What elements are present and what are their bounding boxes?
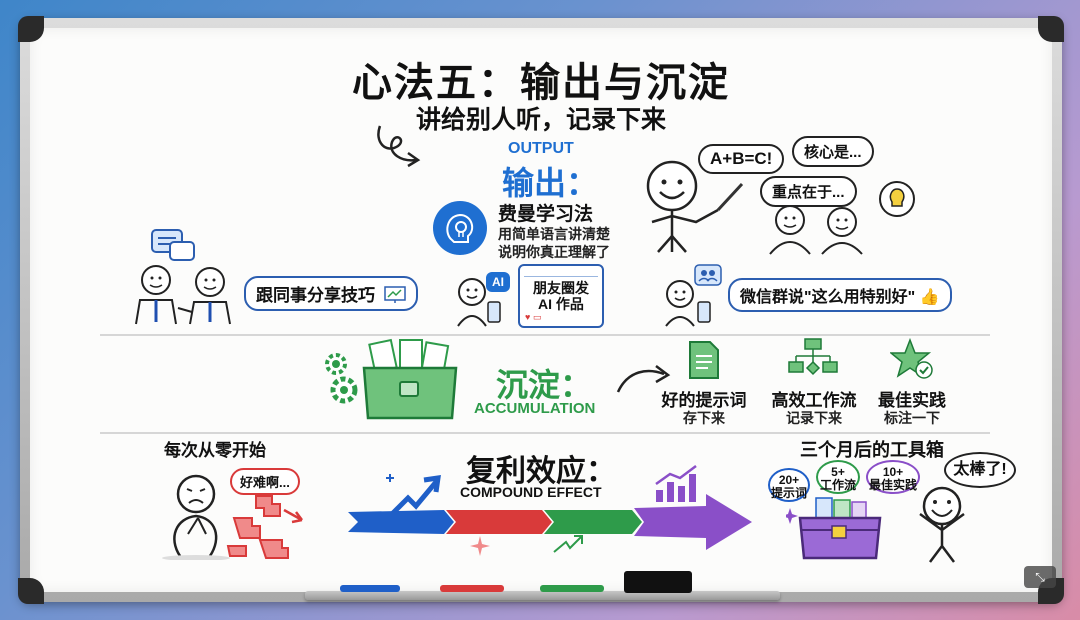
hard-bubble: 好难啊...: [230, 468, 300, 495]
green-marker: [540, 585, 604, 592]
item-best-practice-title: 最佳实践: [878, 391, 946, 410]
compound-cn-label: 复利效应：: [466, 455, 616, 488]
red-marker: [440, 585, 504, 592]
badge-prompts-top: 20+: [778, 473, 800, 487]
badge-prompts: 20+ 提示词: [768, 468, 810, 502]
badge-best-practices-bottom: 最佳实践: [868, 478, 917, 492]
great-bubble: 太棒了!: [944, 452, 1016, 488]
moments-card: 朋友圈发 AI 作品 ♥ ▭: [518, 264, 604, 328]
eraser: [624, 571, 692, 593]
puzzle-icon: [226, 495, 303, 559]
compound-en-label: COMPOUND EFFECT: [460, 484, 602, 500]
curly-arrow-icon: [377, 125, 421, 168]
speech-bubbles-icon: [151, 229, 195, 261]
happy-figure: [919, 486, 965, 563]
bar-chart-icon: [655, 465, 697, 502]
output-cn-label: 输出：: [502, 165, 599, 201]
star-check-icon: [890, 338, 933, 379]
compound-arrow: [348, 494, 752, 550]
people-icon: [694, 264, 722, 286]
marker-tray: [305, 591, 780, 600]
moments-line2: AI 作品: [538, 296, 584, 312]
method-line2: 说明你真正理解了: [498, 244, 610, 260]
heart-icon: ♥ ▭: [525, 312, 542, 322]
divider-bottom: [100, 432, 990, 434]
frame-corner-bl: [18, 578, 44, 604]
sparkle-icon: [470, 535, 583, 556]
badge-best-practices-top: 10+: [882, 465, 904, 479]
speech-bubble-key: 重点在于...: [760, 176, 857, 207]
teacher-figure: [646, 160, 744, 253]
item-prompts-sub: 存下来: [683, 410, 725, 426]
moments-line1: 朋友圈发: [533, 280, 589, 296]
speech-bubble-formula: A+B=C!: [698, 144, 785, 174]
bulb-icon: [879, 181, 915, 217]
bulb-head-icon: [433, 201, 487, 255]
page-subtitle: 讲给别人听，记录下来: [415, 106, 666, 134]
method-line1: 用简单语言讲清楚: [498, 226, 610, 242]
wechat-group-bubble: 微信群说"这么用特别好" 👍: [728, 278, 952, 312]
toolbox-label: 三个月后的工具箱: [800, 440, 944, 460]
chart-up-icon: [386, 474, 441, 516]
badge-workflows-bottom: 工作流: [819, 478, 856, 492]
accumulation-cn-label: 沉淀：: [496, 367, 593, 403]
badge-prompts-bottom: 提示词: [770, 486, 807, 500]
document-icon: [689, 341, 719, 379]
listeners-figure: [769, 205, 863, 255]
toolbox-icon: [362, 338, 458, 420]
frame-corner-tl: [18, 16, 44, 42]
accumulation-en-label: ACCUMULATION: [474, 400, 596, 417]
item-workflow-title: 高效工作流: [771, 391, 857, 410]
sad-figure: [162, 474, 230, 560]
group-user-figure: [665, 280, 711, 327]
ai-badge: AI: [486, 272, 510, 292]
frame-corner-tr: [1038, 16, 1064, 42]
item-workflow-sub: 记录下来: [786, 410, 842, 426]
colleagues-figure: [135, 265, 231, 325]
share-colleague-bubble: 跟同事分享技巧: [244, 276, 418, 311]
start-from-zero-label: 每次从零开始: [164, 441, 266, 460]
badge-workflows-top: 5+: [831, 465, 845, 479]
badge-best-practices: 10+ 最佳实践: [866, 460, 920, 494]
output-en-label: OUTPUT: [508, 140, 574, 157]
share-colleague-text: 跟同事分享技巧: [256, 286, 375, 305]
presentation-icon: [383, 286, 406, 303]
like-icon: 👍: [919, 289, 940, 306]
expand-icon[interactable]: ⤡: [1024, 566, 1056, 588]
divider-top: [100, 334, 990, 336]
whiteboard: 心法五：输出与沉淀 讲给别人听，记录下来 OUTPUT 输出： 费曼学习法 用简…: [30, 28, 1052, 592]
item-best-practice-sub: 标注一下: [884, 410, 940, 426]
blue-marker: [340, 585, 400, 592]
phone-user-figure: [457, 278, 501, 327]
item-prompts-title: 好的提示词: [661, 391, 747, 410]
treasure-chest-icon: [786, 497, 882, 560]
badge-workflows: 5+ 工作流: [816, 460, 860, 494]
page-title: 心法五：输出与沉淀: [352, 61, 730, 105]
method-title: 费曼学习法: [498, 204, 594, 225]
flowchart-icon: [788, 338, 838, 376]
speech-bubble-core: 核心是...: [792, 136, 874, 167]
gear-icon: [325, 353, 358, 404]
curved-arrow-icon: [616, 365, 671, 393]
wechat-group-text: 微信群说"这么用特别好": [740, 289, 916, 306]
